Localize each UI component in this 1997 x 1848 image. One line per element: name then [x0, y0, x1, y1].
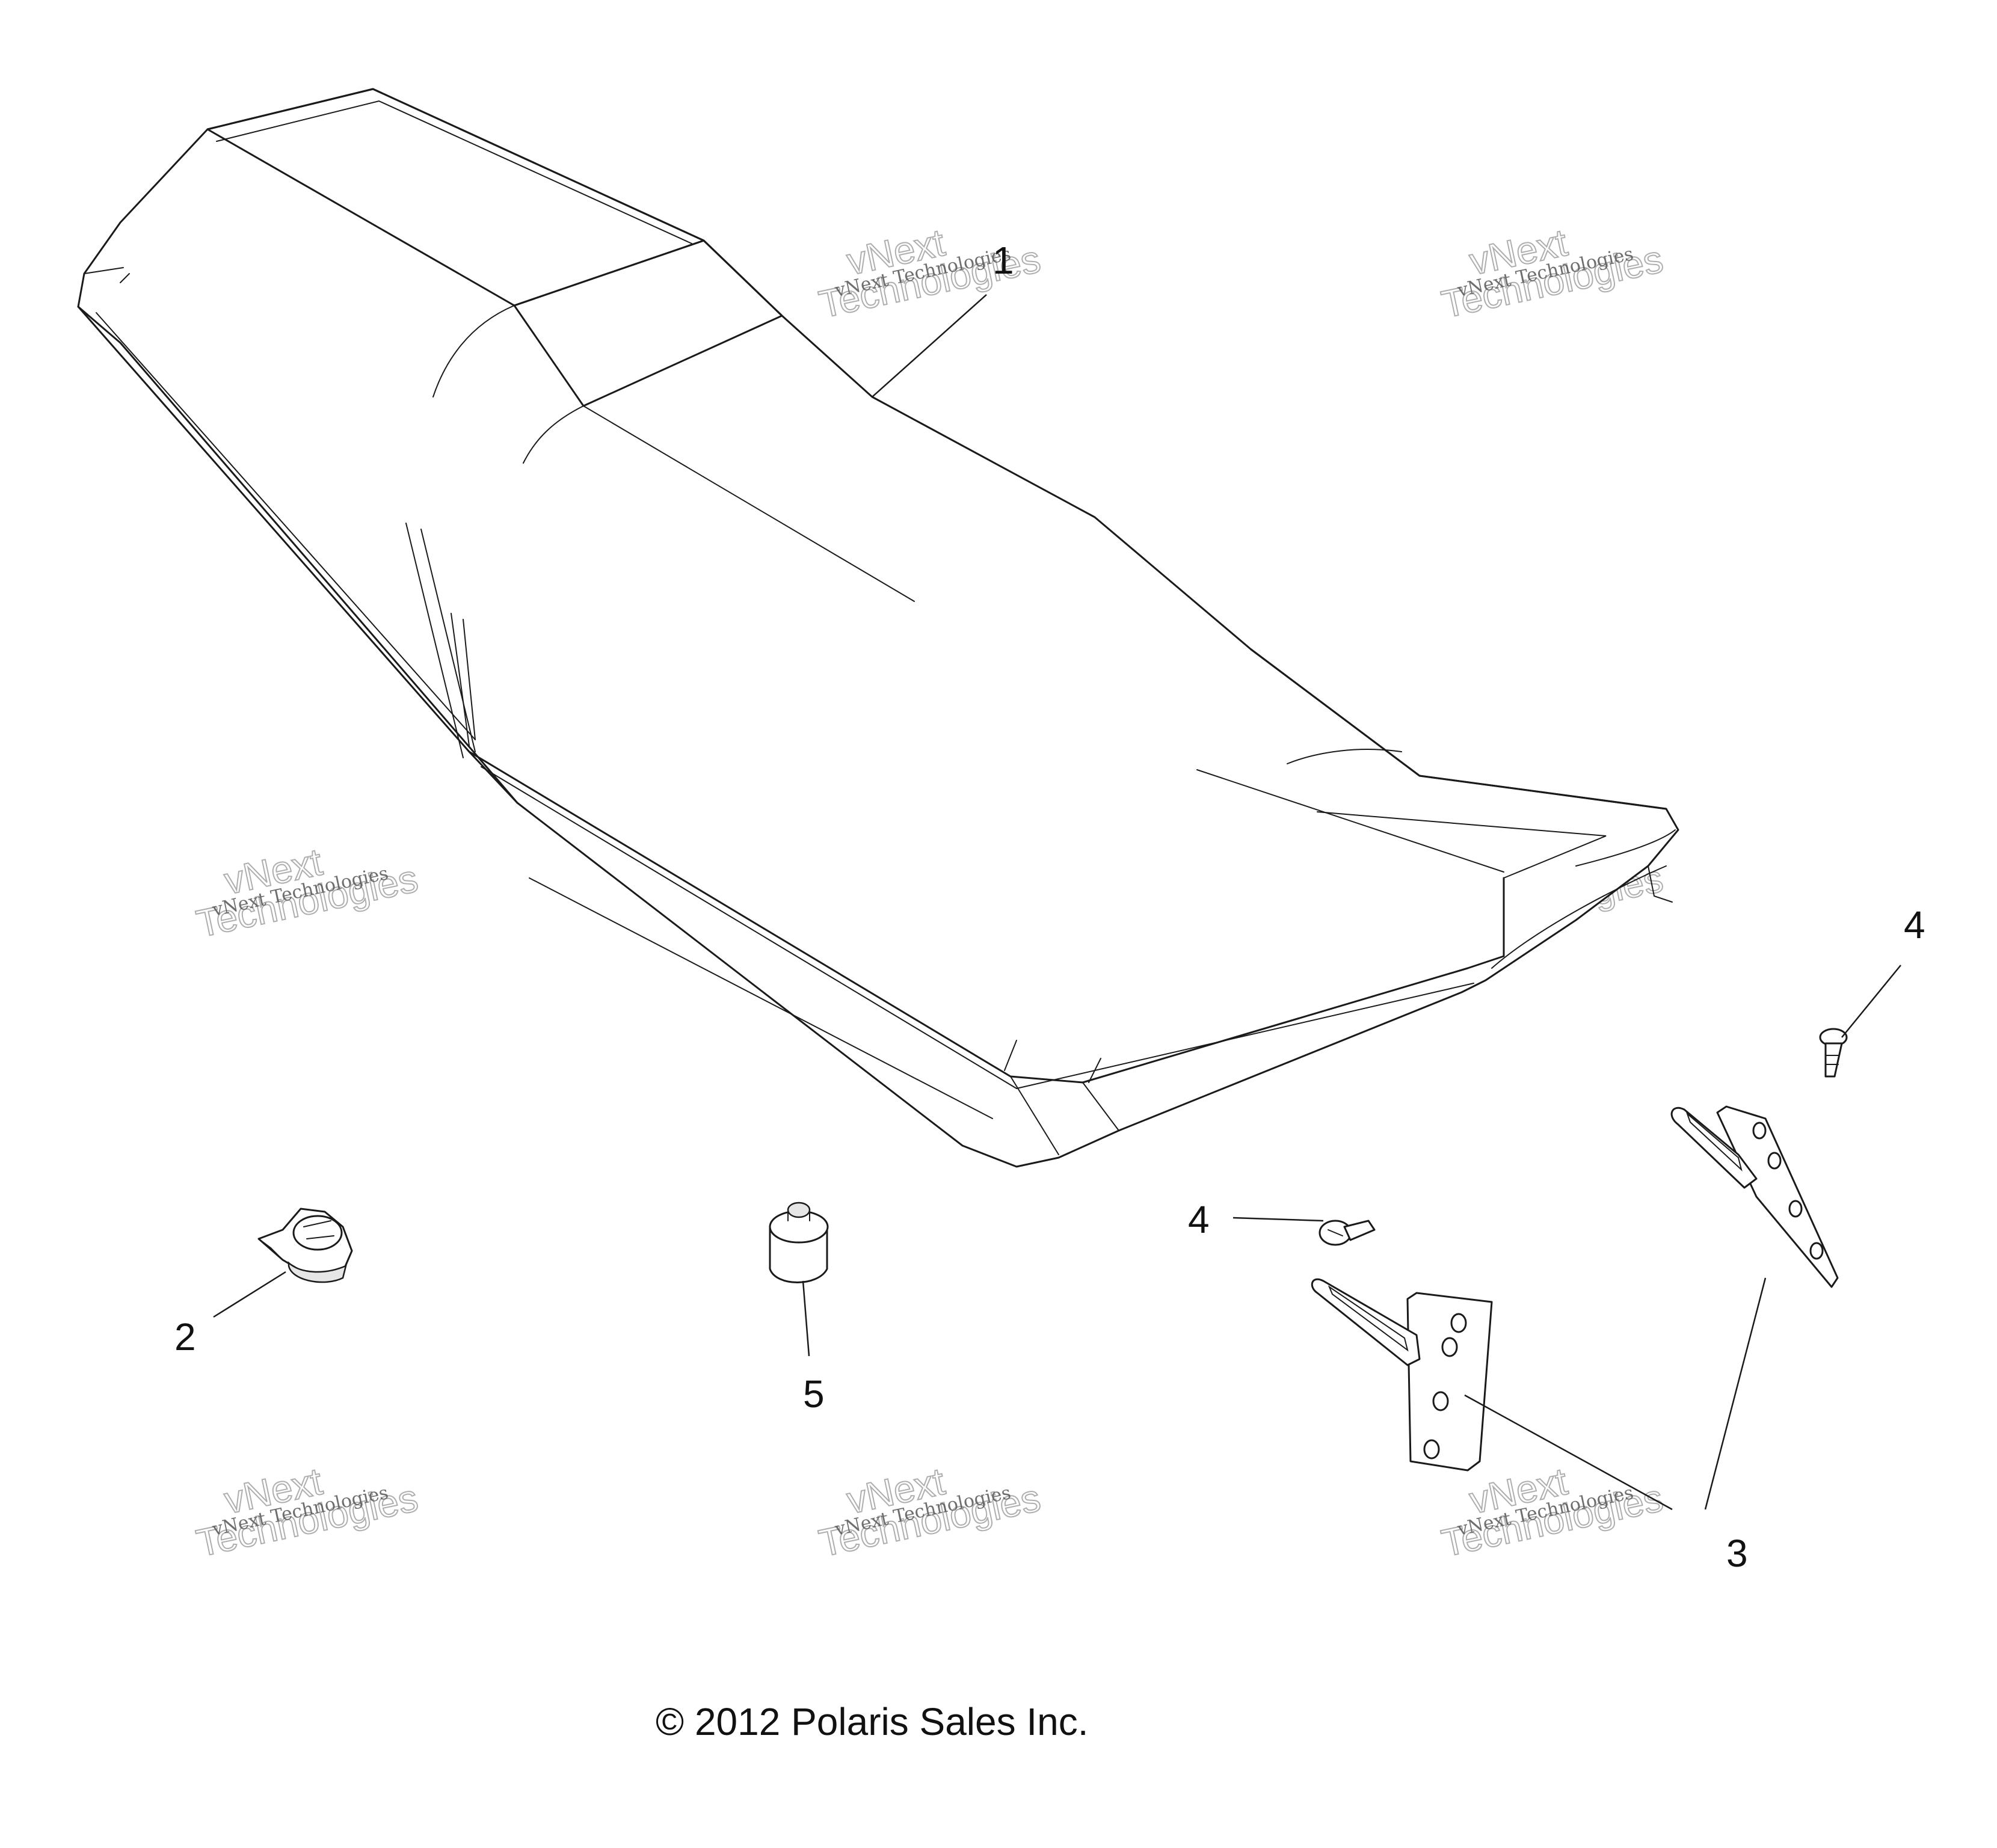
seat-front-corner-4: [1088, 1058, 1101, 1083]
screw-part-mid[interactable]: [1319, 1220, 1376, 1246]
seat-step-curve: [432, 305, 515, 398]
seat-nose-tab: [1648, 865, 1673, 903]
latch-head: [292, 1215, 343, 1251]
bracket-hook-inner: [1685, 1111, 1743, 1172]
bracket-plate: [1406, 1292, 1493, 1472]
seat-lower-panel: [529, 877, 993, 1119]
bracket-hole-1: [1450, 1313, 1467, 1333]
leader-4-mid: [1232, 1217, 1324, 1222]
bracket-hook-inner: [1328, 1285, 1409, 1352]
seat-front-corner-3: [1004, 1040, 1017, 1071]
leader-lines: [213, 294, 1901, 1511]
seat-nose-panel: [1317, 811, 1607, 879]
seat-nose-curve: [1287, 749, 1402, 764]
seat-rear-pad-edge: [216, 100, 692, 244]
seat-nose-line: [1196, 769, 1504, 873]
screw-shank: [1343, 1220, 1376, 1241]
watermark: vNext Technologies vNext Technologies: [1437, 220, 1667, 327]
bracket-part-left[interactable]: [1311, 1279, 1493, 1472]
callout-2: 2: [174, 1315, 196, 1358]
callout-3: 3: [1726, 1532, 1748, 1575]
leader-5: [802, 1280, 810, 1357]
seat-center-line: [583, 405, 915, 602]
callout-1: 1: [992, 239, 1014, 282]
bracket-part-right[interactable]: [1670, 1105, 1839, 1288]
seat-left-edge-inner: [96, 312, 476, 740]
leader-3-left: [1464, 1394, 1673, 1511]
copyright-notice: © 2012 Polaris Sales Inc.: [656, 1700, 1089, 1743]
bracket-hole-3: [1432, 1391, 1449, 1411]
callout-4-mid: 4: [1188, 1198, 1210, 1241]
seat-left-vertical-3: [451, 613, 470, 746]
seat-bottom-edge-inner: [481, 766, 1474, 1090]
seat-nose-side: [1466, 877, 1505, 969]
latch-part[interactable]: [257, 1208, 353, 1283]
seat-nose-lip: [1575, 829, 1676, 867]
seat-front-corner-1: [1010, 1076, 1059, 1155]
latch-knob: [288, 1261, 347, 1283]
screw-thread: [1826, 1055, 1840, 1065]
seat-bottom-edge: [468, 751, 1469, 1084]
watermark: vNext Technologies vNext Technologies: [192, 840, 422, 947]
bracket-hole-4: [1809, 1242, 1824, 1260]
seat-rear-corner-1: [84, 267, 124, 274]
bracket-hole-2: [1441, 1337, 1458, 1357]
seat-rear-corner-2: [120, 273, 130, 283]
bracket-hook: [1670, 1107, 1758, 1189]
bumper-post-side: [787, 1209, 810, 1221]
seat-front-corner-2: [1082, 1082, 1119, 1131]
callout-4-top: 4: [1904, 903, 1925, 947]
bracket-hole-3: [1788, 1200, 1803, 1218]
seat-nose-lip-2: [1491, 865, 1667, 969]
bracket-hook: [1311, 1279, 1421, 1366]
seat-nose-top: [1250, 648, 1667, 810]
leader-3-right: [1704, 1277, 1767, 1510]
seat-left-vertical-2: [420, 529, 476, 752]
bracket-hole-2: [1767, 1152, 1782, 1170]
screw-part-top[interactable]: [1819, 1028, 1848, 1078]
bumper-post: [787, 1202, 811, 1218]
latch-detail: [303, 1220, 334, 1239]
bumper-part[interactable]: [769, 1202, 829, 1283]
screw-shank: [1824, 1042, 1843, 1078]
callout-labels: 1 2 3 4 4 5: [174, 239, 1925, 1575]
bracket-hole-4: [1423, 1439, 1440, 1460]
watermark: vNext Technologies vNext Technologies: [814, 1459, 1044, 1566]
seat-left-vertical-4: [463, 619, 476, 740]
callout-5: 5: [803, 1372, 825, 1416]
bracket-hole-1: [1752, 1122, 1767, 1140]
screw-slot: [1328, 1229, 1343, 1236]
watermark: vNext Technologies vNext Technologies: [192, 1459, 422, 1566]
seat-left-vertical-1: [405, 523, 464, 758]
seat-step-curve-2: [523, 405, 584, 464]
leader-4-top: [1841, 965, 1901, 1038]
bracket-plate: [1716, 1105, 1839, 1288]
leader-1: [872, 294, 987, 398]
latch-arm: [258, 1238, 283, 1260]
leader-2: [213, 1271, 286, 1318]
